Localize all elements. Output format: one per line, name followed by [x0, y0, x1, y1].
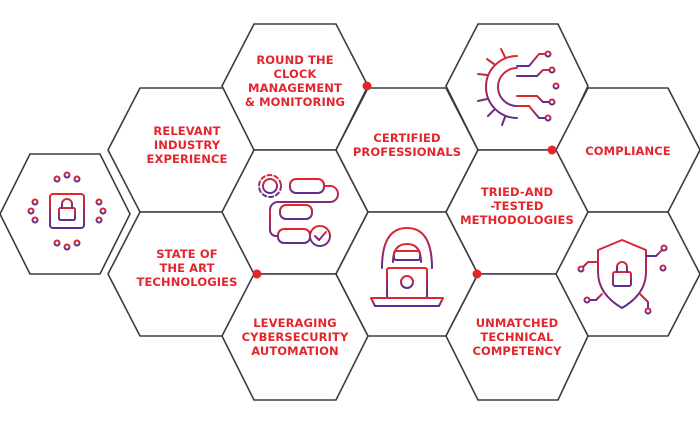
label-leveraging: LEVERAGING CYBERSECURITY AUTOMATION — [241, 316, 349, 358]
hooded-hacker-laptop-icon — [370, 227, 444, 307]
junction-dot — [362, 81, 372, 91]
label-certified: CERTIFIED PROFESSIONALS — [352, 131, 462, 159]
shield-lock-icon — [577, 239, 668, 315]
junction-dot — [472, 269, 482, 279]
label-relevant-industry: RELEVANT INDUSTRY EXPERIENCE — [146, 124, 228, 166]
label-state-of-art: STATE OF THE ART TECHNOLOGIES — [136, 247, 238, 289]
hex-shield-lock — [555, 211, 700, 337]
circuit-chip-lock-icon — [27, 171, 107, 251]
gear-circuit-icon — [477, 48, 560, 126]
hex-chip-lock — [0, 153, 131, 275]
workflow-automation-icon — [258, 174, 339, 247]
label-compliance: COMPLIANCE — [585, 144, 671, 158]
junction-dot — [547, 145, 557, 155]
label-round-the-clock: ROUND THE CLOCK MANAGEMENT & MONITORING — [244, 53, 346, 109]
label-unmatched: UNMATCHED TECHNICAL COMPETENCY — [472, 316, 562, 358]
label-tried-tested: TRIED-AND -TESTED METHODOLOGIES — [460, 185, 574, 227]
junction-dot — [252, 269, 262, 279]
